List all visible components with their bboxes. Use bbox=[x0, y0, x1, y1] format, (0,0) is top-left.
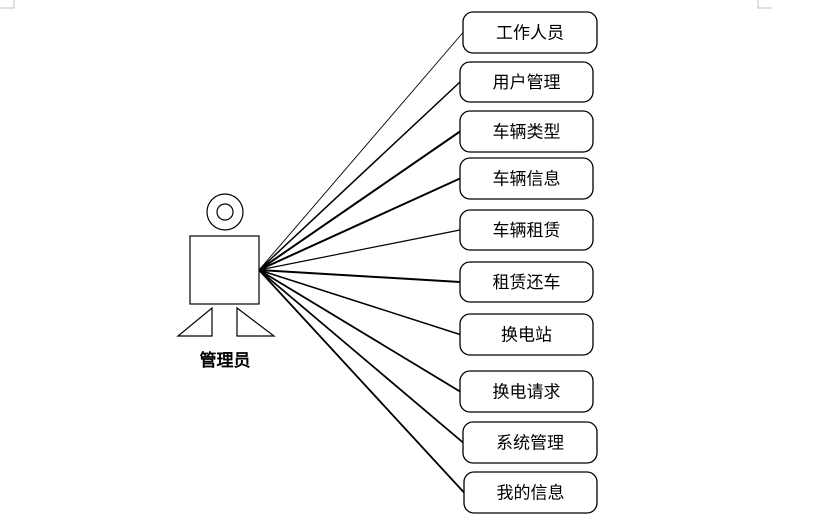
use-case-box bbox=[459, 110, 594, 153]
use-case: 车辆租赁 bbox=[459, 209, 594, 251]
association-line bbox=[258, 269, 465, 494]
use-case-box bbox=[459, 61, 594, 103]
use-case: 我的信息 bbox=[463, 471, 598, 514]
association-line bbox=[258, 177, 461, 271]
actor-right-foot bbox=[236, 306, 276, 337]
actor-body bbox=[189, 235, 260, 305]
use-case-label: 车辆租赁 bbox=[493, 221, 561, 241]
association-line bbox=[258, 229, 461, 271]
use-case-label: 换电站 bbox=[501, 326, 552, 346]
use-case-label: 车辆类型 bbox=[493, 123, 561, 143]
association-line bbox=[258, 269, 461, 283]
use-case: 车辆类型 bbox=[459, 110, 594, 153]
use-case-box bbox=[462, 421, 598, 464]
actor-admin: 管理员 bbox=[176, 193, 276, 371]
actor-label: 管理员 bbox=[200, 350, 251, 371]
use-case-box bbox=[462, 11, 598, 54]
page-corner-mark-right bbox=[757, 0, 772, 9]
use-case: 换电站 bbox=[459, 313, 594, 356]
association-line bbox=[258, 81, 461, 271]
association-line bbox=[258, 269, 461, 393]
use-case: 车辆信息 bbox=[459, 157, 594, 200]
association-line bbox=[258, 269, 461, 336]
use-case-label: 车辆信息 bbox=[493, 170, 561, 190]
use-case-label: 工作人员 bbox=[496, 24, 564, 44]
use-case: 换电请求 bbox=[459, 370, 594, 413]
use-case-box bbox=[459, 370, 594, 413]
use-case: 工作人员 bbox=[462, 11, 598, 54]
actor-left-foot bbox=[176, 306, 213, 337]
use-case: 租赁还车 bbox=[459, 261, 594, 303]
association-line bbox=[258, 32, 464, 271]
association-line bbox=[258, 130, 461, 271]
use-case: 用户管理 bbox=[459, 61, 594, 103]
use-case-box bbox=[459, 209, 594, 251]
association-line bbox=[258, 269, 464, 444]
page-corner-mark-left bbox=[0, 0, 15, 9]
use-case-box bbox=[463, 471, 598, 514]
use-case-label: 我的信息 bbox=[497, 484, 565, 504]
use-case-label: 租赁还车 bbox=[493, 273, 561, 293]
association-lines bbox=[258, 32, 465, 494]
use-case-label: 换电请求 bbox=[493, 383, 561, 403]
use-case-box bbox=[459, 157, 594, 200]
use-case-label: 系统管理 bbox=[496, 434, 564, 454]
use-case-box bbox=[459, 313, 594, 356]
actor-head-inner bbox=[216, 203, 234, 221]
use-case-box bbox=[459, 261, 594, 303]
use-case: 系统管理 bbox=[462, 421, 598, 464]
use-case-label: 用户管理 bbox=[493, 73, 561, 93]
